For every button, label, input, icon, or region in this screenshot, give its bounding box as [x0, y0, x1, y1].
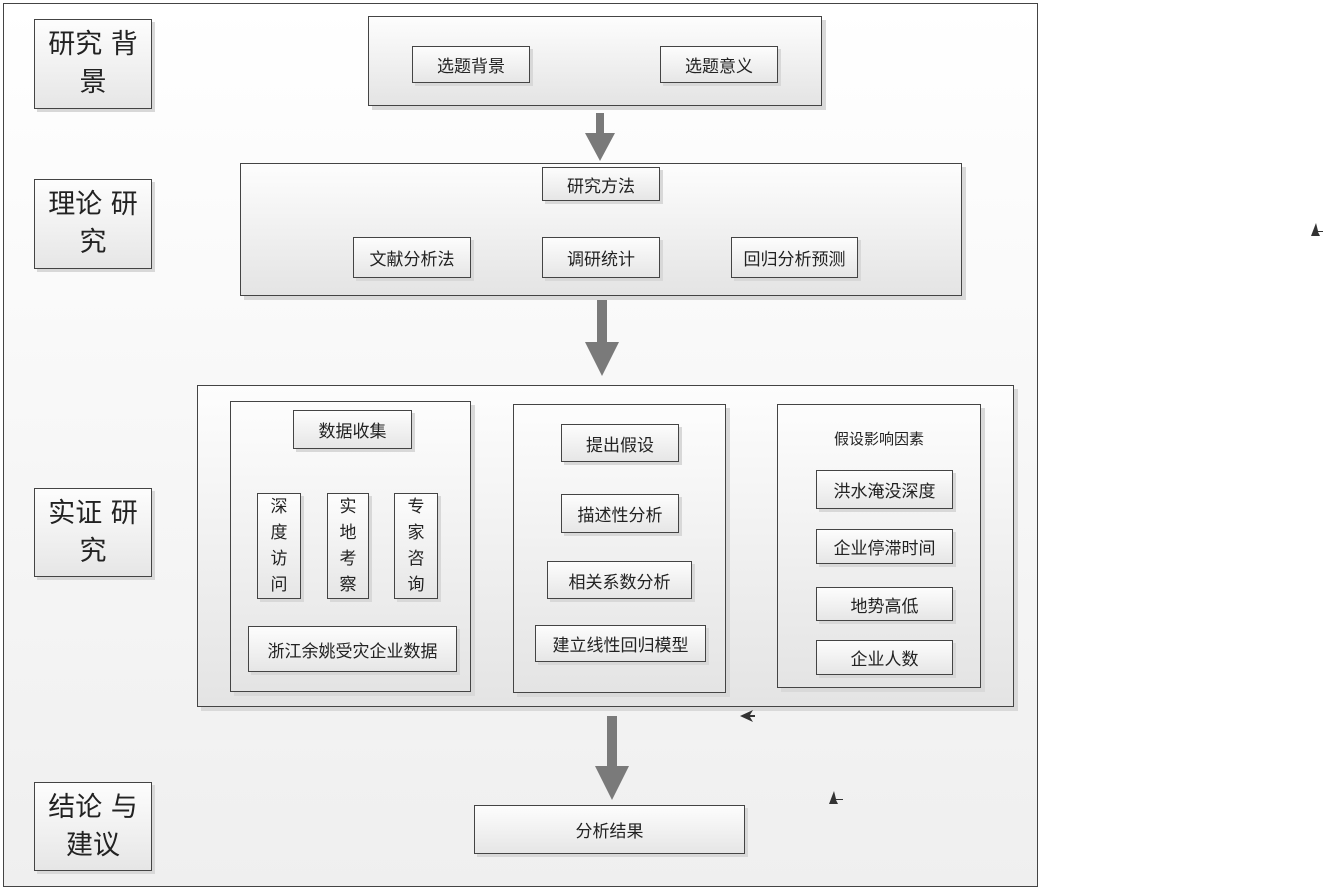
stage-research-background: 研究 背景	[34, 19, 152, 109]
method-literature: 文献分析法	[353, 237, 471, 278]
data-collection: 数据收集	[293, 410, 412, 449]
method-expert: 专家咨询	[394, 493, 438, 599]
factor-flood-depth: 洪水淹没深度	[816, 470, 953, 509]
topic-significance: 选题意义	[660, 46, 778, 83]
factor-downtime: 企业停滞时间	[816, 529, 953, 564]
step-regression-model: 建立线性回归模型	[535, 625, 706, 662]
factor-headcount: 企业人数	[816, 640, 953, 675]
research-methods: 研究方法	[542, 167, 660, 201]
cursor-arrow-icon	[1311, 223, 1323, 236]
factors-title: 假设影响因素	[833, 430, 924, 448]
method-survey: 调研统计	[542, 237, 660, 278]
analysis-result: 分析结果	[474, 805, 745, 854]
topic-background: 选题背景	[412, 46, 530, 83]
stage-conclusion: 结论 与建议	[34, 782, 152, 871]
method-field-visit: 实地考察	[327, 493, 369, 599]
step-descriptive: 描述性分析	[561, 494, 679, 533]
method-interview-label: 深度访问	[270, 497, 288, 595]
method-expert-label: 专家咨询	[407, 497, 425, 595]
data-source: 浙江余姚受灾企业数据	[248, 626, 457, 672]
step-hypothesis: 提出假设	[561, 424, 679, 462]
factor-terrain: 地势高低	[816, 587, 953, 621]
step-correlation: 相关系数分析	[547, 561, 692, 599]
stage-empirical: 实证 研究	[34, 488, 152, 577]
method-regression: 回归分析预测	[731, 237, 858, 278]
method-interview: 深度访问	[257, 493, 301, 599]
method-field-visit-label: 实地考察	[339, 497, 357, 595]
stage-theory: 理论 研究	[34, 179, 152, 269]
